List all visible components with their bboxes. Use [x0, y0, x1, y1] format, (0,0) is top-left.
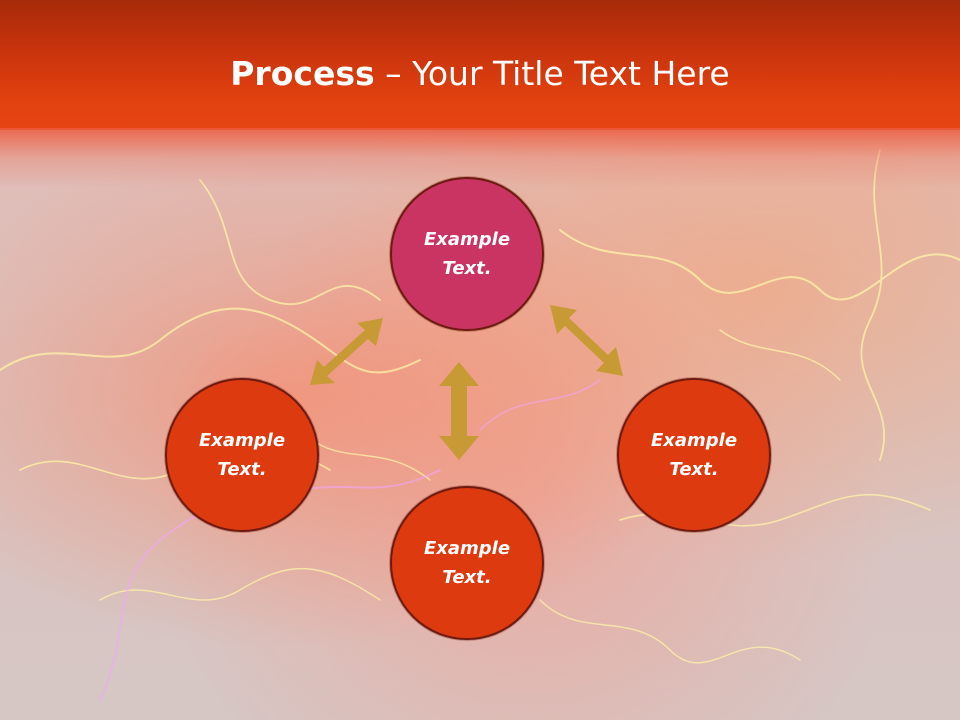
arrow-center-left — [310, 318, 383, 385]
arrow-center-bottom — [439, 362, 479, 460]
node-bottom-line2: Text. — [442, 567, 492, 588]
title-rest-text: – Your Title Text Here — [374, 54, 730, 93]
arrow-center-right — [550, 305, 623, 376]
node-center[interactable]: Example Text. — [390, 177, 544, 331]
node-left-line1: Example — [198, 430, 286, 451]
node-center-line1: Example — [423, 229, 511, 250]
node-center-line2: Text. — [442, 258, 492, 279]
title-bold-text: Process — [230, 54, 375, 93]
node-left[interactable]: Example Text. — [165, 378, 319, 532]
node-bottom-line1: Example — [423, 538, 511, 559]
node-bottom[interactable]: Example Text. — [390, 486, 544, 640]
title-bar — [0, 0, 960, 130]
node-right-line2: Text. — [669, 459, 719, 480]
node-right[interactable]: Example Text. — [617, 378, 771, 532]
node-right-line1: Example — [650, 430, 738, 451]
node-left-line2: Text. — [217, 459, 267, 480]
slide-title: Process – Your Title Text Here — [0, 52, 960, 96]
